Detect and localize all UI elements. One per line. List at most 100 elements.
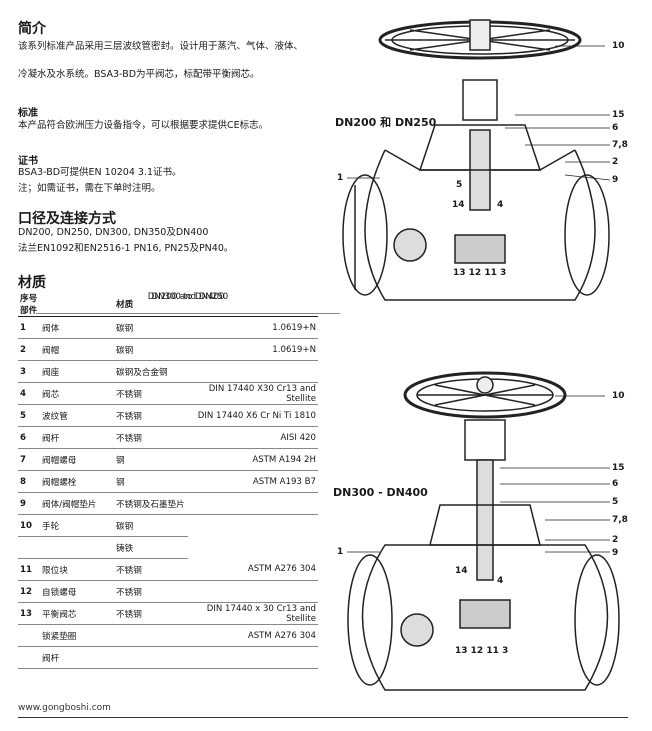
cell-std: DN300 to DN400	[36, 292, 340, 314]
cell-num: 3	[18, 360, 40, 383]
cell-std: 1.0619+N	[188, 316, 318, 339]
cell-num: 12	[18, 580, 40, 603]
valve-diagrams	[342, 19, 620, 691]
bottom-leaders	[347, 395, 610, 553]
cell-num: 4	[18, 382, 40, 405]
callout-bottom-row-bottom: 13 12 11 3	[455, 646, 509, 656]
callout-14-top: 14	[452, 200, 465, 210]
cell-part: 阀帽螺栓	[40, 470, 114, 493]
sizes-text-2: 法兰EN1092和EN2516-1 PN16, PN25及PN40。	[18, 243, 234, 254]
cell-mat: 不锈钢及石墨垫片	[114, 492, 188, 515]
cell-num: 6	[18, 426, 40, 449]
cell-mat: 碳钢	[114, 316, 188, 339]
cell-num: 8	[18, 470, 40, 493]
cell-part: 阀座	[40, 360, 114, 383]
callout-78-top: 7,8	[612, 140, 628, 150]
callout-9-top: 9	[612, 175, 619, 185]
sizes-text-1: DN200, DN250, DN300, DN350及DN400	[18, 227, 209, 238]
diagram-column: DN200 和 DN250 DN300 - DN400	[325, 0, 652, 731]
callout-14-bottom: 14	[455, 566, 468, 576]
cell-std: ASTM A194 2H	[188, 448, 318, 471]
callout-2-top: 2	[612, 157, 619, 167]
header-no: 序号 部件	[18, 292, 40, 317]
table-row: 阀杆	[18, 646, 318, 669]
cell-part: 手轮	[40, 514, 114, 537]
cell-part: 平衡阀芯	[40, 602, 114, 625]
cell-std: DIN 17440 X6 Cr Ni Ti 1810	[188, 404, 318, 427]
cell-num: 11	[18, 558, 40, 581]
cell-num	[18, 536, 40, 559]
callout-10-bottom: 10	[612, 391, 625, 401]
cell-part: 阀杆	[40, 426, 114, 449]
intro-text-1: 该系列标准产品采用三层波纹管密封。设计用于蒸汽、气体、液体、	[18, 41, 304, 52]
watermark-url: www.gongboshi.com	[18, 703, 111, 713]
callout-5-top: 5	[456, 180, 463, 190]
cell-std	[188, 646, 318, 669]
cell-num: 9	[18, 492, 40, 515]
cell-part: 限位块	[40, 558, 114, 581]
cell-std: DIN 17440 x 30 Cr13 and Stellite	[188, 602, 318, 625]
cell-num: 1	[18, 316, 40, 339]
callout-5-bottom: 5	[612, 497, 619, 507]
cell-mat	[114, 624, 188, 647]
cell-mat: 碳钢	[114, 338, 188, 361]
cell-mat: 不锈钢	[114, 602, 188, 625]
cell-mat: 不锈钢	[114, 404, 188, 427]
cell-num: 10	[18, 514, 40, 537]
cell-std: DIN 17440 X30 Cr13 and Stellite	[188, 382, 318, 405]
cell-num	[18, 624, 40, 647]
cert-text-2: 注；如需证书，需在下单时注明。	[18, 183, 161, 194]
cell-part: 波纹管	[40, 404, 114, 427]
callout-4-top: 4	[497, 200, 504, 210]
cell-num: 5	[18, 404, 40, 427]
cell-num	[18, 646, 40, 669]
cell-num: 7	[18, 448, 40, 471]
figure-title-bottom: DN300 - DN400	[333, 486, 428, 499]
callout-2-bottom: 2	[612, 535, 619, 545]
callout-6-bottom: 6	[612, 479, 619, 489]
cell-num: 2	[18, 338, 40, 361]
callout-6-top: 6	[612, 123, 619, 133]
callout-15-top: 15	[612, 110, 625, 120]
standard-title: 标准	[18, 108, 38, 119]
cell-std: ASTM A276 304	[188, 558, 318, 581]
cell-mat: 碳钢	[114, 514, 188, 537]
cell-std: AISI 420	[188, 426, 318, 449]
cell-std: ASTM A276 304	[188, 624, 318, 647]
cell-part: 阀帽	[40, 338, 114, 361]
cell-part: 阀体	[40, 316, 114, 339]
cell-num: 13	[18, 602, 40, 625]
cell-part: 阀芯	[40, 382, 114, 405]
callout-15-bottom: 15	[612, 463, 625, 473]
callout-9-bottom: 9	[612, 548, 619, 558]
cert-title: 证书	[18, 156, 38, 167]
callout-10-top: 10	[612, 41, 625, 51]
intro-title: 简介	[18, 21, 46, 37]
cell-mat: 不锈钢	[114, 580, 188, 603]
table-row: 铸铁 DN300 to DN400	[18, 292, 340, 559]
cell-part: 阀体/阀帽垫片	[40, 492, 114, 515]
standard-text: 本产品符合欧洲压力设备指令，可以根据要求提供CE标志。	[18, 120, 269, 131]
table-header: 序号 部件 材质	[18, 292, 318, 317]
materials-title: 材质	[18, 275, 46, 291]
header-material: 材质	[114, 292, 188, 317]
cell-mat: 铸铁	[114, 536, 188, 559]
callout-78-bottom: 7,8	[612, 515, 628, 525]
cell-mat: 不锈钢	[114, 382, 188, 405]
callout-4-bottom: 4	[497, 576, 504, 586]
bottom-rule	[18, 717, 628, 718]
cell-std: ASTM A193 B7	[188, 470, 318, 493]
cell-mat: 不锈钢	[114, 426, 188, 449]
